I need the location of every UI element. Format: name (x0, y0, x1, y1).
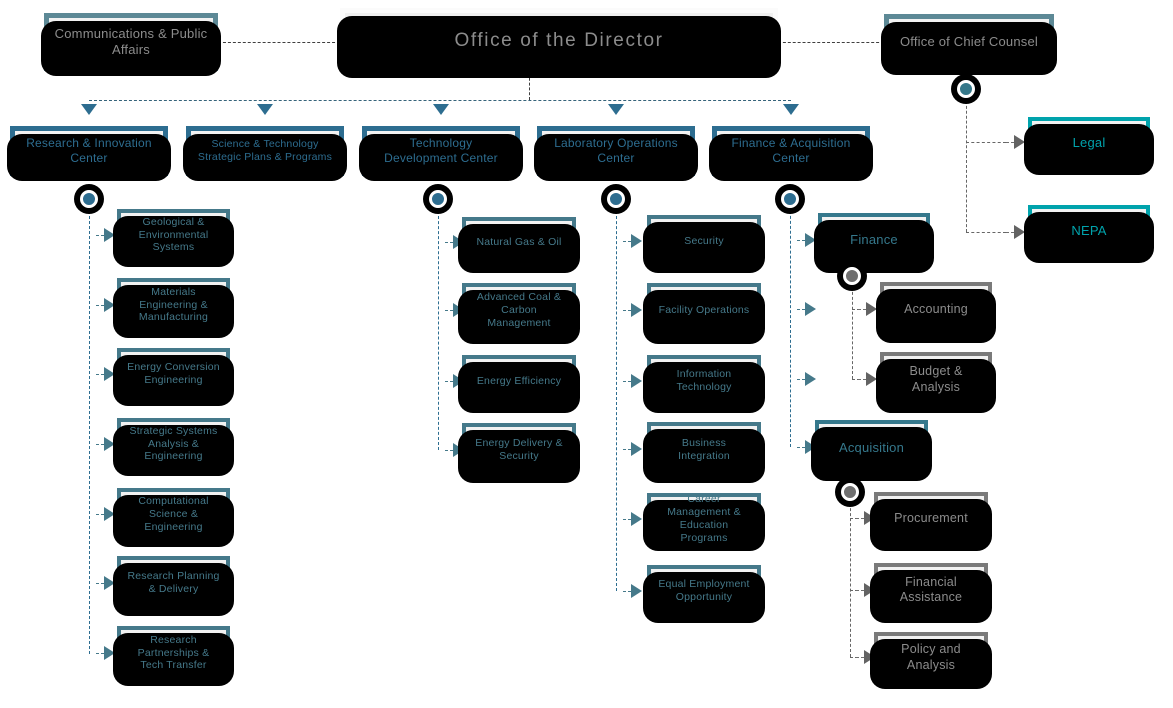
connector-acq-policy (850, 657, 858, 658)
connector-counsel-nepa (966, 232, 1006, 233)
node-natural-gas-oil: Natural Gas & Oil (458, 217, 580, 273)
branch-arrow-icon (96, 576, 115, 590)
branch-arrow-icon (797, 302, 816, 316)
connector-acq-financial (850, 590, 858, 591)
node-laboratory-operations-center: Laboratory Operations Center (534, 126, 698, 181)
node-facility-operations: Facility Operations (643, 283, 765, 344)
node-research-partnerships-tech-transfer: Research Partnerships & Tech Transfer (113, 626, 234, 686)
down-arrow-icon (257, 104, 273, 115)
branch-arrow-icon (858, 372, 877, 386)
connector-dot-ric (80, 190, 98, 208)
down-arrow-icon (608, 104, 624, 115)
node-energy-conversion-engineering: Energy Conversion Engineering (113, 348, 234, 406)
node-office-of-chief-counsel: Office of Chief Counsel (881, 14, 1057, 75)
connector-dot-finance (843, 267, 861, 285)
node-computational-science-engineering: Computational Science & Engineering (113, 488, 234, 547)
branch-arrow-icon (1006, 135, 1025, 149)
node-research-planning-delivery: Research Planning & Delivery (113, 556, 234, 616)
branch-arrow-icon (1006, 225, 1025, 239)
node-office-of-the-director: Office of the Director (337, 8, 781, 78)
connector-acq-procurement (850, 518, 858, 519)
node-budget-analysis: Budget & Analysis (876, 352, 996, 413)
node-energy-efficiency: Energy Efficiency (458, 355, 580, 413)
node-procurement: Procurement (870, 492, 992, 551)
node-geological-environmental-systems: Geological & Environmental Systems (113, 209, 234, 267)
down-arrow-icon (81, 104, 97, 115)
connector-finance-accounting (852, 309, 860, 310)
connector-director-counsel (778, 42, 884, 43)
branch-arrow-icon (623, 234, 642, 248)
node-nepa: NEPA (1024, 205, 1154, 263)
branch-arrow-icon (96, 646, 115, 660)
node-finance-acquisition-center: Finance & Acquisition Center (709, 126, 873, 181)
node-legal: Legal (1024, 117, 1154, 175)
node-equal-employment-opportunity: Equal Employment Opportunity (643, 565, 765, 623)
branch-arrow-icon (856, 650, 875, 664)
node-financial-assistance: Financial Assistance (870, 563, 992, 623)
connector-acquisition-column (850, 498, 851, 657)
connector-dot-fac (781, 190, 799, 208)
node-acquisition: Acquisition (811, 420, 932, 481)
down-arrow-icon (433, 104, 449, 115)
branch-arrow-icon (858, 302, 877, 316)
node-energy-delivery-security: Energy Delivery & Security (458, 423, 580, 483)
branch-arrow-icon (797, 372, 816, 386)
branch-arrow-icon (623, 303, 642, 317)
node-information-technology: Information Technology (643, 355, 765, 413)
node-science-technology-strategic-plans: Science & Technology Strategic Plans & P… (183, 126, 347, 181)
node-strategic-systems-analysis-engineering: Strategic Systems Analysis & Engineering (113, 418, 234, 476)
connector-dot-tdc (429, 190, 447, 208)
branch-arrow-icon (623, 442, 642, 456)
branch-arrow-icon (96, 367, 115, 381)
connector-counsel-column (966, 96, 967, 232)
connector-counsel-legal (966, 142, 1006, 143)
connector-finance-budget (852, 379, 860, 380)
branch-arrow-icon (856, 583, 875, 597)
connector-centers-harness (89, 100, 791, 101)
node-communications-public-affairs: Communications & Public Affairs (41, 13, 221, 76)
branch-arrow-icon (856, 511, 875, 525)
branch-arrow-icon (623, 584, 642, 598)
node-accounting: Accounting (876, 282, 996, 343)
node-finance: Finance (814, 213, 934, 273)
branch-arrow-icon (96, 228, 115, 242)
branch-arrow-icon (623, 374, 642, 388)
connector-dot-loc (607, 190, 625, 208)
connector-finance-column (852, 282, 853, 379)
node-policy-and-analysis: Policy and Analysis (870, 632, 992, 689)
connector-dot-acquisition (841, 483, 859, 501)
branch-arrow-icon (96, 507, 115, 521)
connector-tdc-column (438, 206, 439, 450)
node-research-innovation-center: Research & Innovation Center (7, 126, 171, 181)
connector-ric-column (89, 206, 90, 654)
connector-loc-column (616, 206, 617, 591)
node-career-management-education-programs: Career Management & Education Programs (643, 493, 765, 551)
connector-dot-counsel (957, 80, 975, 98)
connector-comms-director (218, 42, 340, 43)
connector-director-drop (529, 73, 530, 100)
branch-arrow-icon (797, 440, 816, 454)
node-security: Security (643, 215, 765, 273)
connector-fac-column (790, 206, 791, 447)
branch-arrow-icon (96, 437, 115, 451)
node-technology-development-center: Technology Development Center (359, 126, 523, 181)
branch-arrow-icon (623, 512, 642, 526)
node-materials-engineering-manufacturing: Materials Engineering & Manufacturing (113, 278, 234, 338)
node-business-integration: Business Integration (643, 422, 765, 483)
branch-arrow-icon (797, 233, 816, 247)
node-advanced-coal-carbon-management: Advanced Coal & Carbon Management (458, 283, 580, 344)
branch-arrow-icon (96, 298, 115, 312)
down-arrow-icon (783, 104, 799, 115)
